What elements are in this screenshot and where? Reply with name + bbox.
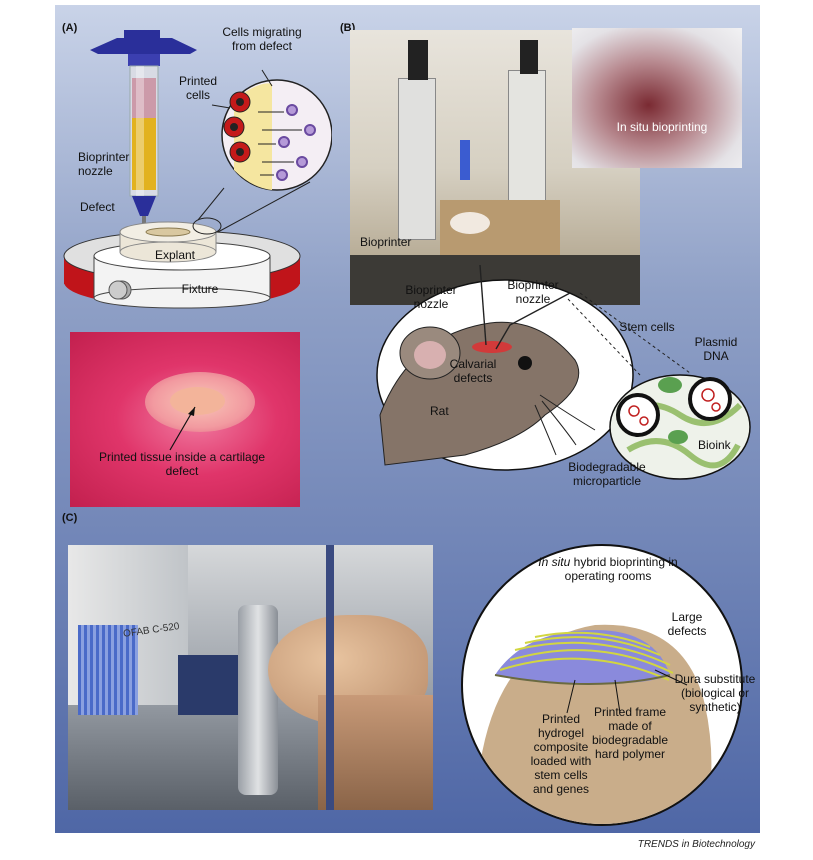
panel-c-letter: (C) [62, 512, 78, 524]
head-diagram [461, 544, 743, 826]
syringe-icon [90, 30, 197, 228]
operating-room-render: OFAB C-520 [68, 545, 433, 810]
label-bioprinter-nozzle: Bioprinter nozzle [78, 150, 130, 178]
label-bioink: Bioink [698, 438, 731, 452]
label-stem-cells: Stem cells [619, 320, 675, 334]
cells-magnified-view [192, 69, 332, 235]
title-rest: hybrid bioprinting in operating rooms [564, 555, 678, 583]
rat-diagram [376, 265, 751, 480]
label-printed-hydrogel: Printed hydrogel composite loaded with s… [530, 712, 592, 796]
label-rat: Rat [430, 404, 449, 418]
panel-a-letter: (A) [62, 22, 78, 34]
label-printed-frame: Printed frame made of biodegradable hard… [591, 705, 669, 761]
label-large-defects: Large defects [667, 610, 707, 638]
label-fixture: Fixture [181, 282, 219, 296]
figure-credit: TRENDS in Biotechnology [637, 839, 755, 850]
label-printed-cells: Printed cells [178, 74, 218, 102]
label-bioprinter-nozzle-b1: Bioprinter nozzle [405, 283, 457, 311]
label-plasmid-dna: Plasmid DNA [694, 335, 738, 363]
label-dura-substitute: Dura substitute (biological or synthetic… [674, 672, 756, 714]
rat-icon [379, 321, 596, 466]
title-italic: In situ [538, 555, 571, 569]
label-in-situ-bioprinting: In situ bioprinting [616, 120, 708, 134]
explant-disk [119, 221, 217, 263]
label-explant: Explant [154, 248, 196, 262]
label-printed-tissue: Printed tissue inside a cartilage defect [98, 450, 266, 478]
label-hybrid-bioprinting-title: In situ hybrid bioprinting in operating … [538, 555, 678, 583]
label-bioprinter: Bioprinter [360, 235, 412, 249]
label-bioprinter-nozzle-b2: Bioprinter nozzle [507, 278, 559, 306]
bioink-magnified [609, 374, 751, 480]
printed-tissue-photo: Printed tissue inside a cartilage defect [70, 332, 300, 507]
label-cells-migrating: Cells migrating from defect [222, 25, 302, 53]
in-situ-photo: In situ bioprinting [572, 28, 742, 168]
label-calvarial-defects: Calvarial defects [449, 357, 497, 385]
label-defect: Defect [80, 200, 115, 214]
label-biodegradable-microparticle: Biodegradable microparticle [568, 460, 646, 488]
panel-a-diagram [63, 30, 332, 309]
